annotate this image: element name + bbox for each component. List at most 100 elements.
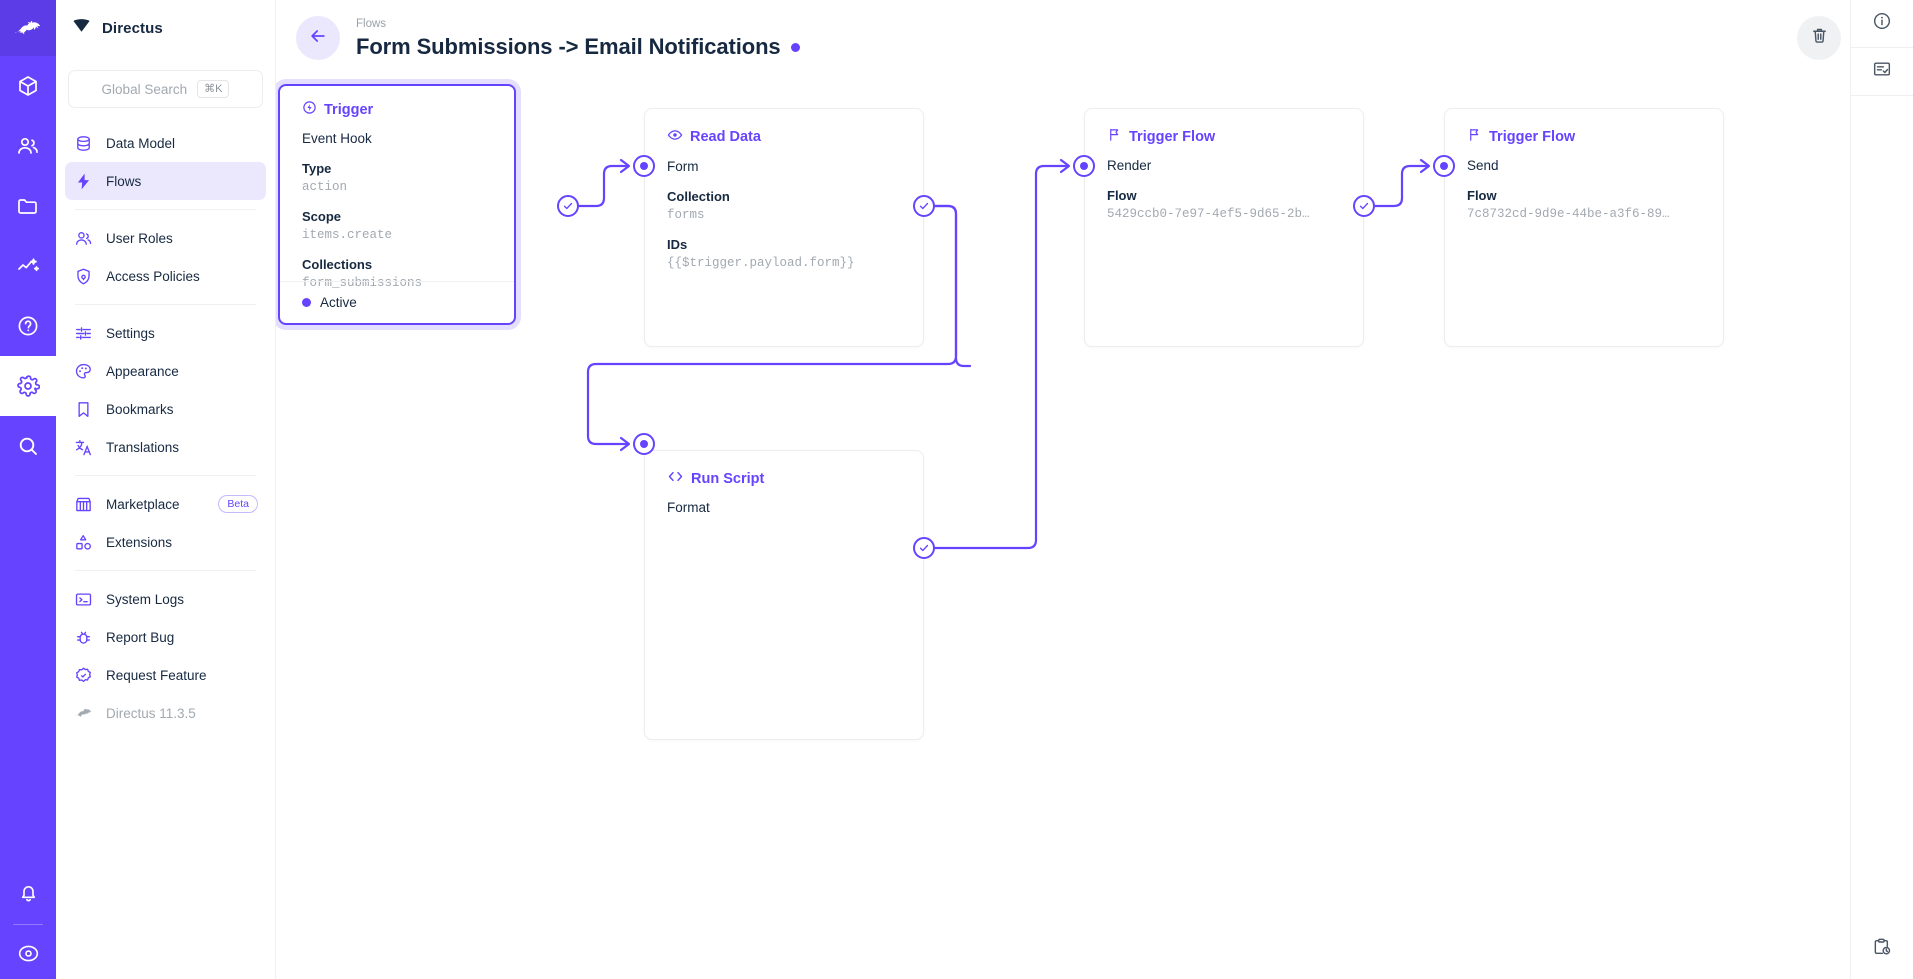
sidebar-item-request-feature[interactable]: Request Feature [65, 656, 266, 694]
node-title: Trigger [324, 101, 374, 118]
clipboard-history-button[interactable] [1851, 919, 1913, 979]
sidebar-item-extensions[interactable]: Extensions [65, 523, 266, 561]
sidebar-item-label: Report Bug [106, 629, 175, 645]
sidebar-item-label: Data Model [106, 135, 176, 151]
sidebar-item-report-bug[interactable]: Report Bug [65, 618, 266, 656]
directus-diamond-logo [72, 16, 91, 40]
sidebar-item-user-roles[interactable]: User Roles [65, 219, 266, 257]
sidebar-item-appearance[interactable]: Appearance [65, 352, 266, 390]
flow-node-trigger[interactable]: Trigger Event Hook Type action Scope ite… [278, 84, 516, 325]
sidebar-item-label: Appearance [106, 363, 179, 379]
sidebar-item-data-model[interactable]: Data Model [65, 124, 266, 162]
sidebar-item-version: Directus 11.3.5 [65, 694, 266, 732]
port-trigger-flow-render-input[interactable] [1073, 155, 1095, 177]
port-fill [640, 440, 648, 448]
sidebar-item-label: Flows [106, 173, 142, 189]
back-button[interactable] [296, 16, 340, 60]
node-body: Render Flow 5429ccb0-7e97-4ef5-9d65-2b… [1085, 146, 1363, 225]
arrow-left-icon [308, 26, 328, 51]
clipboard-clock-icon [1872, 937, 1892, 962]
module-rail [0, 0, 56, 979]
port-trigger-flow-send-input[interactable] [1433, 155, 1455, 177]
sidebar-item-system-logs[interactable]: System Logs [65, 580, 266, 618]
rail-item-search[interactable] [0, 416, 56, 476]
global-search-input[interactable]: Global Search ⌘K [68, 70, 263, 108]
field-key: IDs [667, 236, 688, 252]
sidebar-nav: Data Model Flows User Roles Acc [56, 124, 275, 732]
sidebar-item-label: Request Feature [106, 667, 207, 683]
directus-rabbit-icon [73, 703, 93, 723]
eye-icon [667, 127, 683, 147]
rail-item-files[interactable] [0, 176, 56, 236]
field-key: Scope [302, 208, 342, 224]
info-circle-icon [1872, 11, 1892, 36]
field-key: Type [302, 160, 332, 176]
port-run-script-resolve[interactable] [913, 537, 935, 559]
field-value: action [302, 180, 348, 195]
node-operation: Send [1467, 158, 1499, 173]
page-title: Form Submissions -> Email Notifications [356, 34, 781, 60]
flow-node-trigger-flow-render[interactable]: Trigger Flow Render Flow 5429ccb0-7e97-4… [1084, 108, 1364, 347]
logs-sidebar-button[interactable] [1850, 48, 1913, 96]
field-value: {{$trigger.payload.form}} [667, 256, 855, 271]
node-body: Format [645, 488, 923, 519]
list-check-icon [1872, 59, 1892, 84]
storefront-icon [73, 494, 93, 514]
field-key: Flow [1467, 187, 1497, 203]
flow-canvas[interactable]: Trigger Event Hook Type action Scope ite… [276, 76, 1850, 979]
sidebar-item-translations[interactable]: Translations [65, 428, 266, 466]
sidebar-item-label: System Logs [106, 591, 185, 607]
port-fill [640, 162, 648, 170]
palette-icon [73, 361, 93, 381]
notifications-button[interactable] [0, 862, 56, 922]
sidebar-divider [75, 475, 256, 476]
rail-item-content[interactable] [0, 56, 56, 116]
node-title-row: Trigger Flow [1085, 109, 1363, 146]
flow-node-run-script[interactable]: Run Script Format [644, 450, 924, 740]
directus-rabbit-logo[interactable] [0, 0, 56, 56]
sidebar-item-label: Settings [106, 325, 155, 341]
code-brackets-icon [667, 469, 684, 488]
right-sidebar-rail [1850, 0, 1913, 979]
settings-sidebar: Directus Global Search ⌘K Data Model Flo… [56, 0, 276, 979]
sidebar-item-bookmarks[interactable]: Bookmarks [65, 390, 266, 428]
title-block: Flows Form Submissions -> Email Notifica… [356, 16, 800, 60]
trigger-status-label: Active [320, 295, 357, 310]
node-body: Event Hook Type action Scope items.creat… [280, 119, 514, 294]
user-account-button[interactable] [0, 927, 56, 979]
node-body: Send Flow 7c8732cd-9d9e-44be-a3f6-89… [1445, 146, 1723, 225]
field-value: forms [667, 208, 705, 223]
rail-item-docs[interactable] [0, 296, 56, 356]
flag-icon [1107, 127, 1122, 146]
flow-node-trigger-flow-send[interactable]: Trigger Flow Send Flow 7c8732cd-9d9e-44b… [1444, 108, 1724, 347]
status-badge [790, 42, 800, 52]
field-key: Collections [302, 256, 373, 272]
field-key: Collection [667, 188, 730, 204]
port-trigger-resolve[interactable] [557, 195, 579, 217]
rail-item-insights[interactable] [0, 236, 56, 296]
trigger-status-footer: Active [280, 281, 514, 323]
sidebar-item-settings[interactable]: Settings [65, 314, 266, 352]
sidebar-item-label: Translations [106, 439, 180, 455]
sidebar-item-flows[interactable]: Flows [65, 162, 266, 200]
title-row: Form Submissions -> Email Notifications [356, 34, 800, 60]
users-icon [73, 228, 93, 248]
sidebar-item-marketplace[interactable]: Marketplace Beta [65, 485, 266, 523]
port-trigger-flow-render-resolve[interactable] [1353, 195, 1375, 217]
info-sidebar-button[interactable] [1850, 0, 1913, 48]
port-read-data-input[interactable] [633, 155, 655, 177]
delete-flow-button[interactable] [1797, 16, 1841, 60]
flow-node-read-data[interactable]: Read Data Form Collection forms IDs {{$t… [644, 108, 924, 347]
breadcrumb[interactable]: Flows [356, 17, 387, 30]
terminal-icon [73, 589, 93, 609]
rail-item-users[interactable] [0, 116, 56, 176]
port-read-data-resolve[interactable] [913, 195, 935, 217]
sidebar-item-access-policies[interactable]: Access Policies [65, 257, 266, 295]
node-operation: Event Hook [302, 131, 372, 146]
trash-icon [1810, 26, 1829, 50]
rail-item-settings[interactable] [0, 356, 56, 416]
field-value: 5429ccb0-7e97-4ef5-9d65-2b… [1107, 207, 1310, 222]
port-run-script-input[interactable] [633, 433, 655, 455]
sidebar-divider [75, 304, 256, 305]
